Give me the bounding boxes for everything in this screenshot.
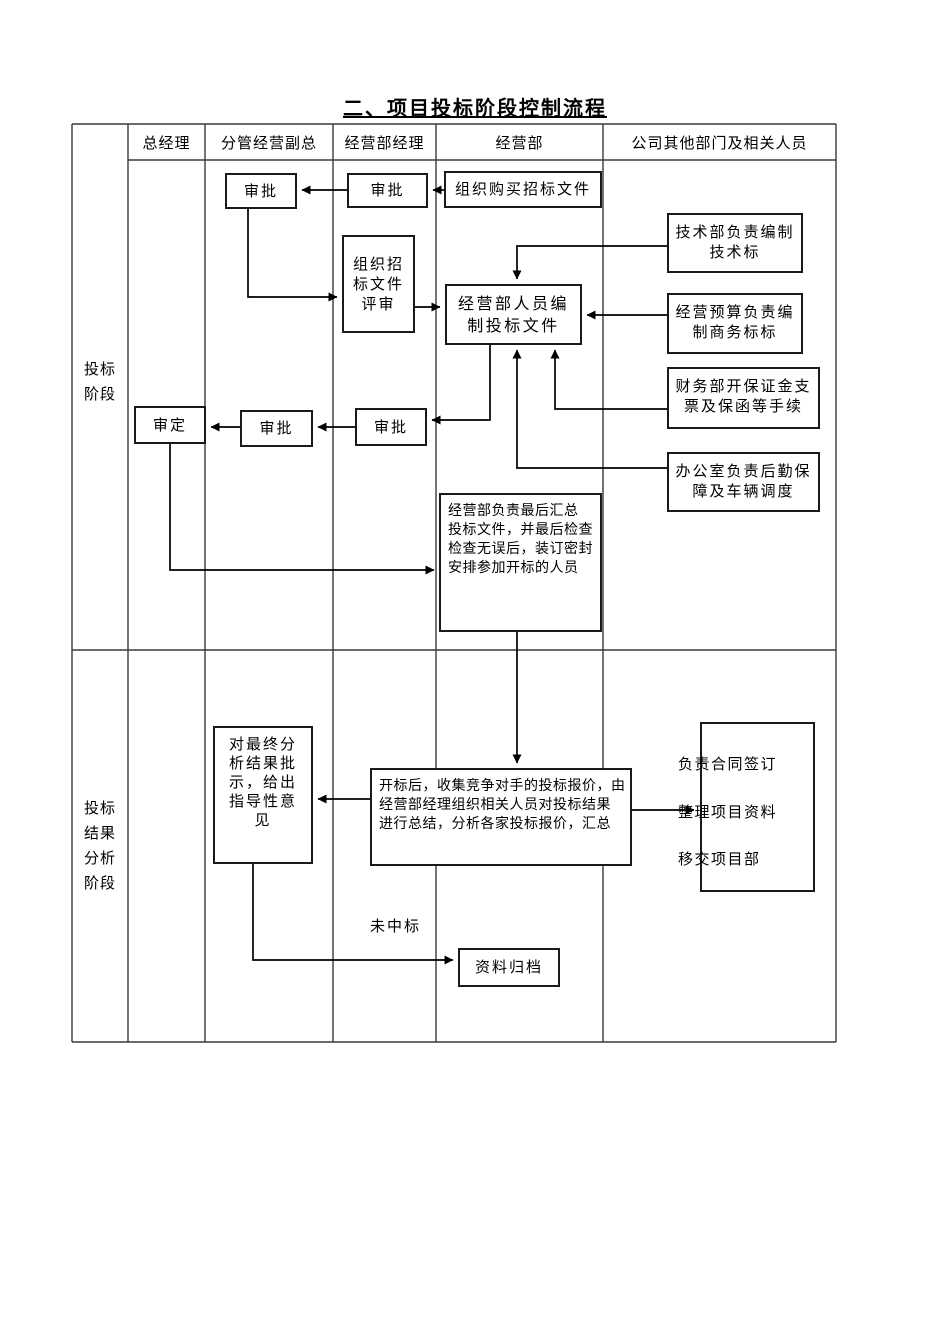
connector-finance-dept-to-prepare-bid (550, 349, 667, 410)
stage-label-bidding: 投标 阶段 (83, 360, 116, 403)
connector-prepare-bid-to-approve-mgr2 (431, 345, 491, 425)
box-review-docs: 组织招 标文件 评审 (342, 235, 415, 333)
box-approve-vp-top: 审批 (225, 173, 297, 209)
box-approve-final: 审定 (134, 406, 206, 444)
column-header-other-departments: 公司其他部门及相关人员 (631, 133, 808, 152)
box-office-dept: 办公室负责后勤保 障及车辆调度 (667, 452, 820, 512)
connector-tech-dept-to-prepare-bid (512, 245, 667, 280)
contract-handover-text: 负责合同签订 整理项目资料 移交项目部 (678, 755, 778, 868)
box-approve-mgr-top: 审批 (347, 173, 428, 208)
box-prepare-bid: 经营部人员编 制投标文件 (445, 284, 582, 345)
column-header-deputy-gm: 分管经营副总 (220, 133, 317, 152)
connector-approve-vp-to-review-docs (247, 209, 338, 302)
box-tech-dept: 技术部负责编制 技术标 (667, 213, 803, 273)
box-bid-result-summary: 开标后，收集竞争对手的投标报价，由 经营部经理组织相关人员对投标结果 进行总结，… (370, 768, 632, 866)
box-approve-mgr2: 审批 (355, 408, 427, 446)
box-budget-dept: 经营预算负责编 制商务标标 (667, 293, 803, 354)
box-finance-dept: 财务部开保证金支 票及保函等手续 (667, 367, 820, 429)
box-final-feedback: 对最终分 析结果批 示，给出 指导性意 见 (213, 726, 313, 864)
column-header-operations-dept: 经营部 (495, 133, 544, 152)
box-archive: 资料归档 (458, 948, 560, 987)
box-contract-handover (700, 722, 815, 892)
page-title: 二、项目投标阶段控制流程 (343, 96, 607, 120)
connector-approve-final-to-collect (169, 444, 435, 575)
box-collect-final-check: 经营部负责最后汇总 投标文件，并最后检查 检查无误后，装订密封 安排参加开标的人… (439, 493, 602, 632)
connector-office-dept-to-prepare-bid (512, 349, 667, 469)
table-grid (71, 123, 837, 1043)
box-buy-docs: 组织购买招标文件 (444, 171, 602, 208)
connector-feedback-to-archive (252, 864, 454, 965)
column-header-dept-manager: 经营部经理 (344, 133, 425, 152)
stage-label-result-analysis: 投标 结果 分析 阶段 (83, 799, 116, 892)
column-header-general-manager: 总经理 (142, 133, 191, 152)
box-approve-vp2: 审批 (240, 410, 313, 447)
label-not-winning: 未中标 (370, 917, 422, 935)
